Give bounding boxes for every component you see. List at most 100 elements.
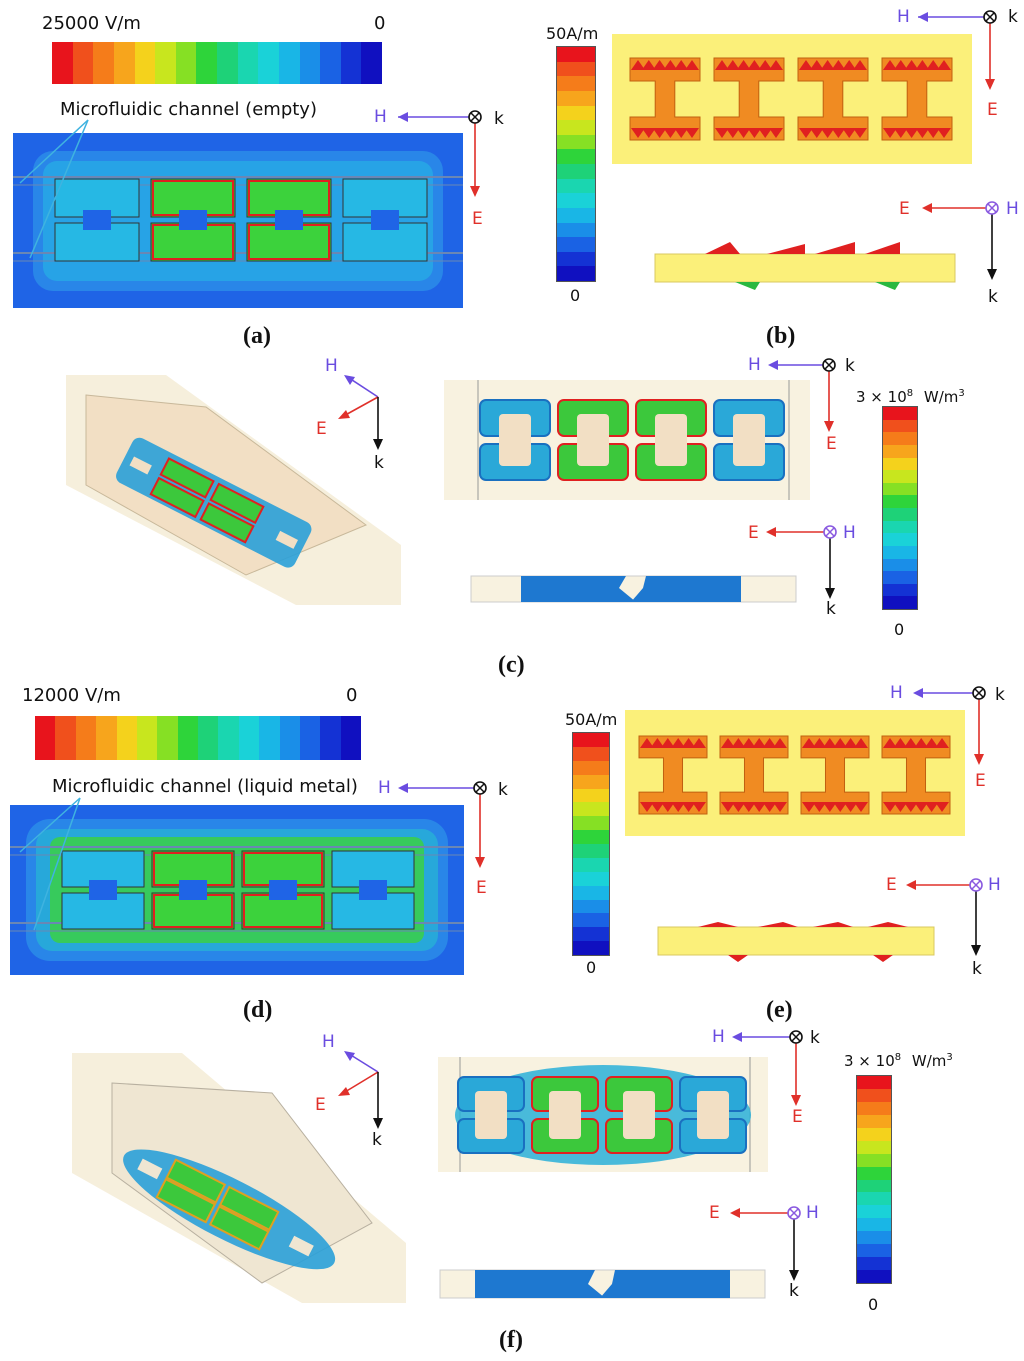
current-arrow bbox=[853, 128, 867, 138]
colorbar-swatch bbox=[557, 90, 595, 106]
gap-region bbox=[179, 880, 207, 900]
current-arrow bbox=[924, 802, 939, 812]
axes-c-side bbox=[766, 525, 837, 599]
colorbar-swatch bbox=[196, 42, 217, 84]
current-arrow bbox=[640, 738, 654, 748]
loss-map-c-side bbox=[470, 575, 797, 603]
current-arrow bbox=[769, 60, 783, 70]
current-arrow bbox=[914, 738, 929, 748]
colorbar-swatch bbox=[320, 716, 341, 760]
colorbar-swatch bbox=[557, 164, 595, 179]
colorbar-swatch bbox=[883, 596, 917, 609]
colorbar-swatch bbox=[557, 149, 595, 164]
axes-f-side bbox=[730, 1206, 801, 1281]
colorbar-swatch bbox=[883, 583, 917, 597]
current-arrow bbox=[904, 60, 919, 70]
colorbar-swatch bbox=[883, 533, 917, 546]
colorbar-b bbox=[556, 46, 596, 282]
center-post bbox=[549, 1091, 581, 1139]
colorbar-swatch bbox=[857, 1179, 891, 1193]
scale-a-max: 25000 V/m bbox=[42, 13, 141, 34]
current-map-b-side bbox=[654, 242, 956, 290]
current-arrow bbox=[650, 738, 665, 748]
axis-e-f1: E bbox=[315, 1095, 326, 1115]
colorbar-swatch bbox=[573, 844, 609, 858]
colorbar-swatch bbox=[218, 716, 239, 760]
axis-k-c3: k bbox=[826, 599, 836, 619]
current-arrow bbox=[762, 802, 777, 812]
current-arrow bbox=[736, 60, 751, 70]
colorbar-swatch bbox=[96, 716, 117, 760]
current-arrow bbox=[937, 128, 951, 138]
gap-region bbox=[83, 210, 111, 230]
axis-k-f1: k bbox=[372, 1130, 382, 1150]
center-post bbox=[499, 414, 531, 466]
axis-k-d: k bbox=[498, 780, 508, 800]
current-arrow bbox=[820, 60, 835, 70]
channel-pointer-a bbox=[19, 119, 89, 259]
panel-label-b: (b) bbox=[766, 323, 796, 349]
gap-region bbox=[359, 880, 387, 900]
current-arrow bbox=[904, 128, 919, 138]
current-arrow bbox=[640, 802, 654, 812]
axis-h-d: H bbox=[378, 778, 391, 798]
colorbar-swatch bbox=[857, 1127, 891, 1141]
current-map-b-top bbox=[612, 34, 972, 164]
current-arrow bbox=[773, 802, 787, 812]
colorbar-swatch bbox=[116, 716, 137, 760]
panel-label-e: (e) bbox=[766, 997, 793, 1023]
current-arrow bbox=[663, 60, 678, 70]
colorbar-a bbox=[52, 42, 382, 84]
current-arrow bbox=[831, 128, 846, 138]
current-arrow bbox=[747, 60, 762, 70]
colorbar-swatch bbox=[557, 61, 595, 77]
colorbar-swatch bbox=[175, 42, 197, 84]
loss-map-f-top bbox=[438, 1057, 768, 1172]
loss-map-f-side bbox=[439, 1269, 766, 1299]
axis-e-e2: E bbox=[886, 875, 897, 895]
current-arrow bbox=[685, 60, 699, 70]
current-arrow bbox=[903, 738, 918, 748]
colorbar-swatch bbox=[557, 76, 595, 91]
scale-c-exp: 8 bbox=[906, 388, 914, 399]
axis-k-e1: k bbox=[995, 685, 1005, 705]
channel-label-d: Microfluidic channel (liquid metal) bbox=[52, 776, 358, 797]
colorbar-swatch bbox=[883, 457, 917, 471]
current-arrow bbox=[799, 128, 813, 138]
colorbar-swatch bbox=[573, 885, 609, 900]
colorbar-swatch bbox=[883, 508, 917, 521]
colorbar-swatch bbox=[113, 42, 135, 84]
current-arrow bbox=[843, 738, 858, 748]
axis-h-a: H bbox=[374, 107, 387, 127]
colorbar-swatch bbox=[573, 927, 609, 942]
colorbar-swatch bbox=[883, 482, 917, 496]
current-arrow bbox=[741, 802, 756, 812]
axes-a bbox=[398, 110, 482, 197]
current-arrow bbox=[915, 60, 930, 70]
scale-f-exp: 8 bbox=[894, 1052, 902, 1063]
colorbar-swatch bbox=[573, 857, 609, 872]
current-arrow bbox=[802, 738, 816, 748]
colorbar-swatch bbox=[883, 432, 917, 445]
colorbar-swatch bbox=[134, 42, 156, 84]
colorbar-swatch bbox=[857, 1244, 891, 1258]
colorbar-swatch bbox=[857, 1270, 891, 1283]
colorbar-swatch bbox=[883, 520, 917, 534]
current-arrow bbox=[725, 128, 740, 138]
colorbar-swatch bbox=[573, 802, 609, 817]
current-arrow bbox=[833, 802, 848, 812]
axis-k-e2: k bbox=[972, 959, 982, 979]
colorbar-swatch bbox=[238, 716, 260, 760]
colorbar-swatch bbox=[573, 899, 609, 914]
colorbar-swatch bbox=[857, 1166, 891, 1180]
colorbar-swatch bbox=[883, 419, 917, 433]
axes-e-side bbox=[906, 878, 983, 956]
axis-k-f3: k bbox=[789, 1281, 799, 1301]
colorbar-swatch bbox=[557, 47, 595, 62]
axis-k-c1: k bbox=[374, 453, 384, 473]
colorbar-swatch bbox=[237, 42, 259, 84]
axes-f-3d bbox=[338, 1051, 383, 1129]
colorbar-swatch bbox=[340, 42, 362, 84]
colorbar-swatch bbox=[177, 716, 198, 760]
axis-e-e1: E bbox=[975, 771, 986, 791]
